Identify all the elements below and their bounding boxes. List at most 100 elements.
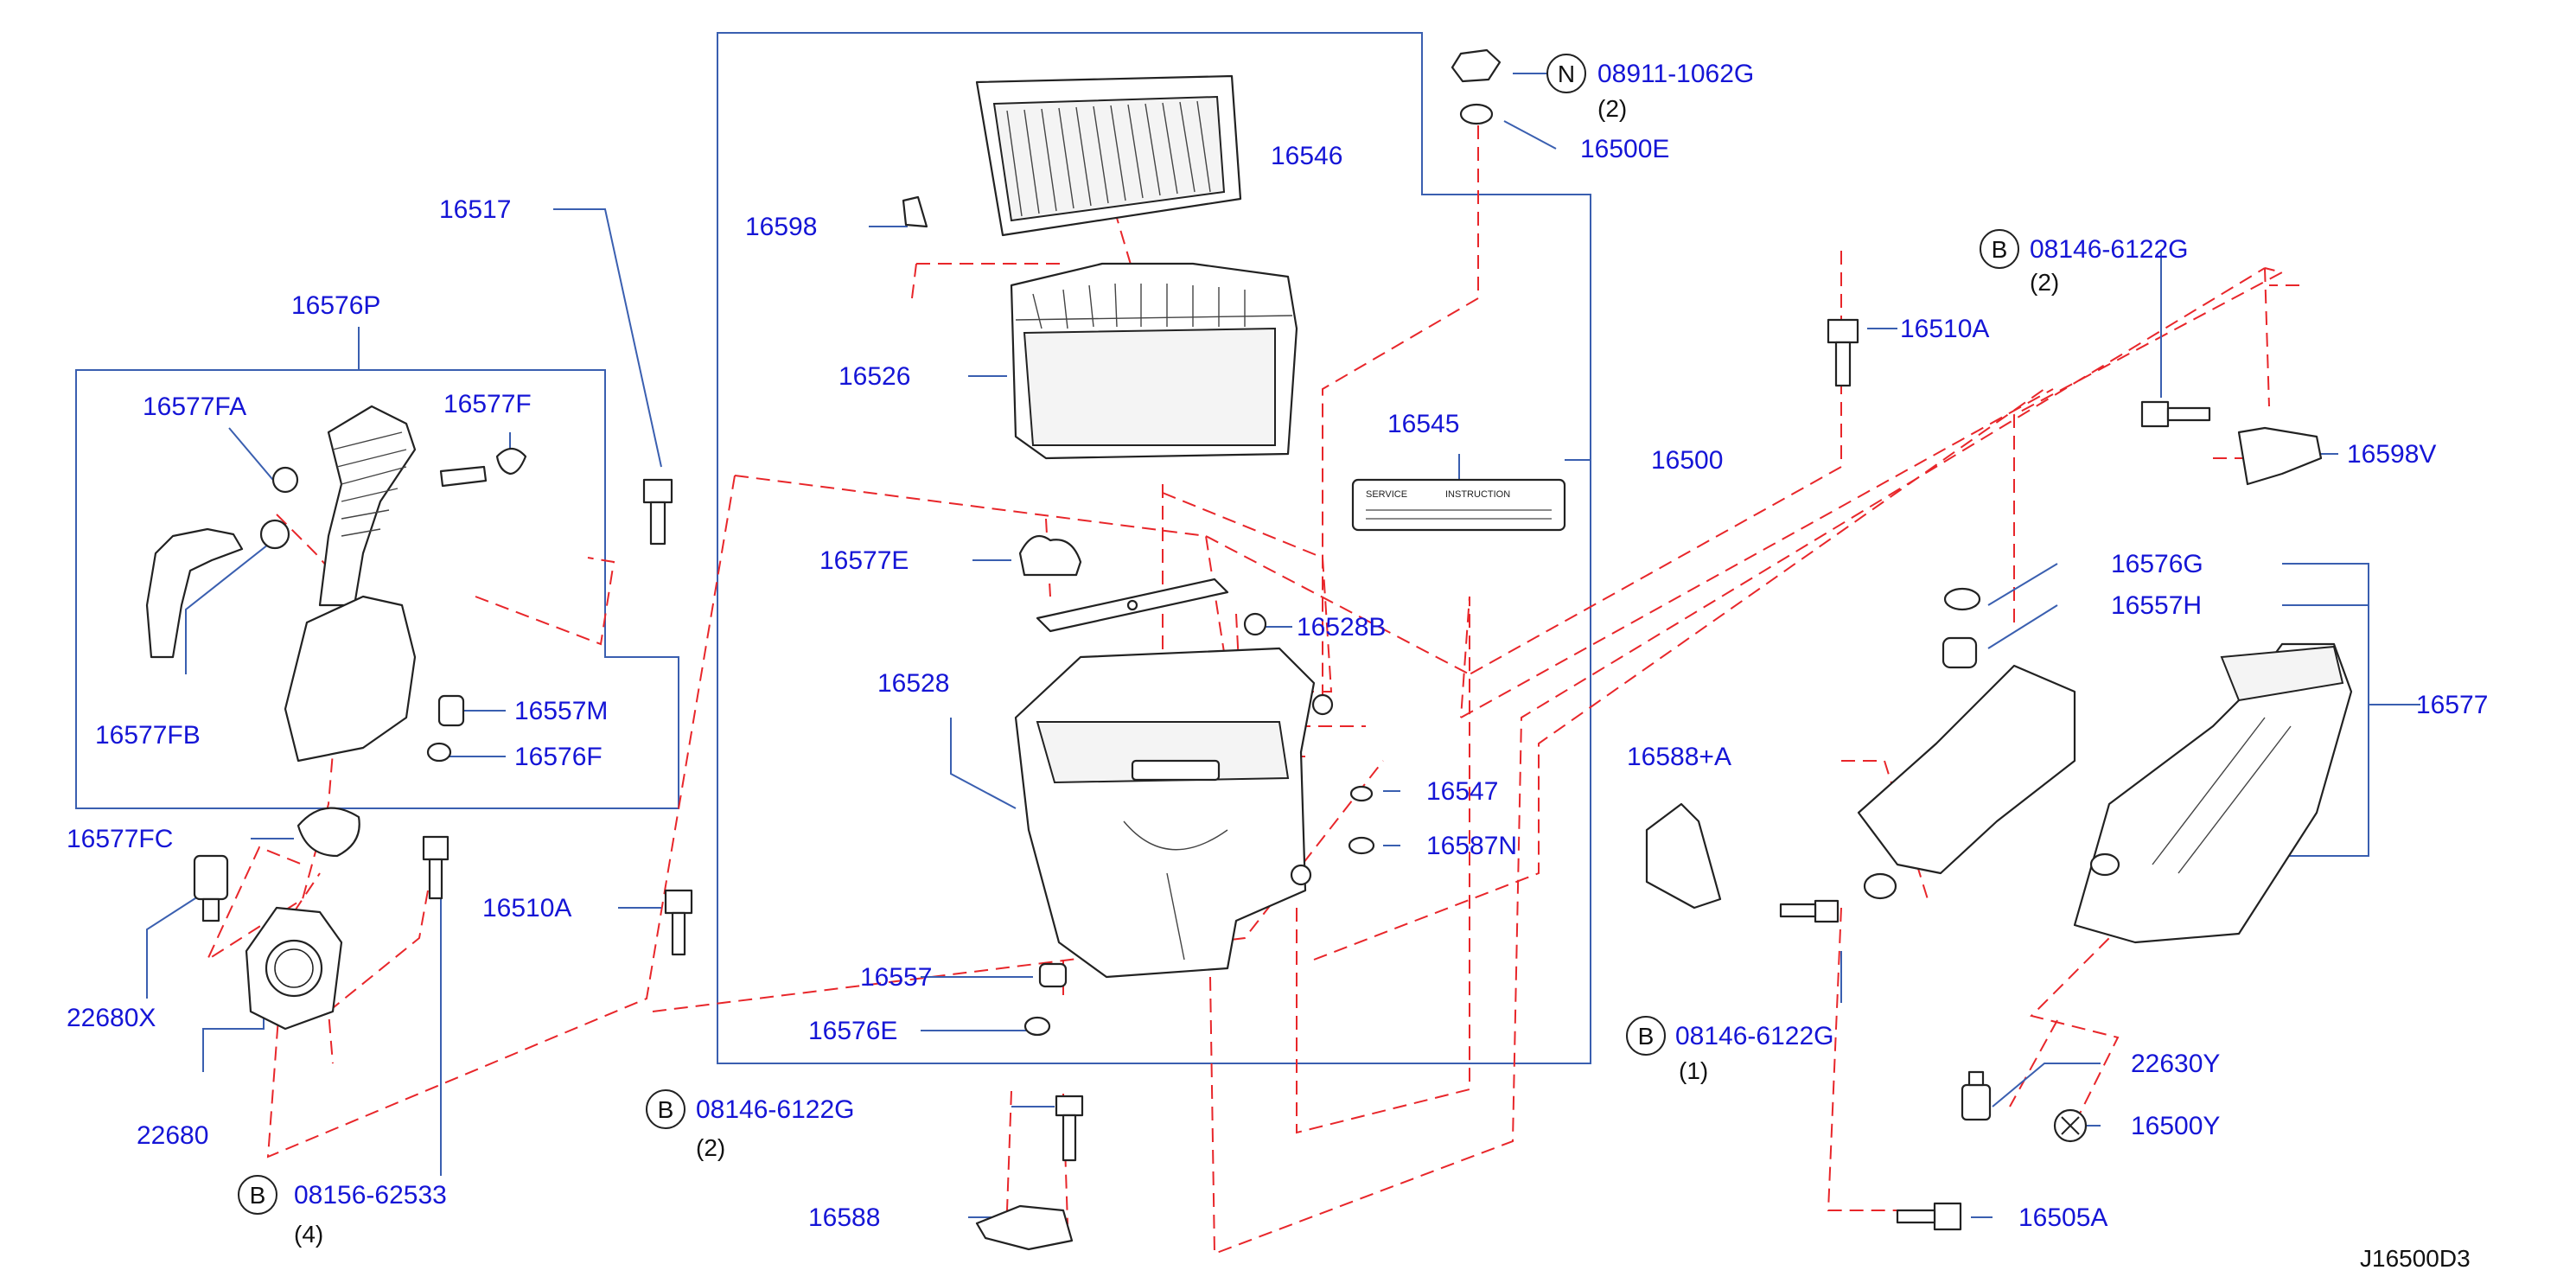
mass-airflow-sensor-22680X: [193, 854, 229, 922]
clamp-16577F: [495, 447, 527, 476]
circle-letter-08146-mid: B: [658, 1096, 674, 1123]
bracket-16577E: [1018, 534, 1229, 633]
clamp-16577FB-ring: [259, 519, 290, 550]
label-16598: 16598: [745, 213, 817, 241]
bolt-16510A-left: [664, 889, 693, 956]
label-22680: 22680: [137, 1121, 208, 1150]
rubber-16557H: [1942, 636, 1978, 669]
label-16510A-right: 16510A: [1900, 315, 1989, 343]
circle-b-08156: [238, 1175, 277, 1215]
label-16576P: 16576P: [291, 291, 380, 320]
air-duct-16576P: [284, 595, 417, 763]
qty-08146-mid: (2): [696, 1134, 725, 1161]
qty-08146-right: (1): [1679, 1057, 1708, 1084]
sticker-text-service: SERVICE: [1366, 489, 1407, 500]
label-16576E: 16576E: [808, 1017, 897, 1045]
grommet-16528B: [1243, 612, 1267, 636]
leader-lines: [146, 73, 2420, 1222]
bolt-16587N: [1348, 836, 1375, 855]
label-16546: 16546: [1271, 142, 1342, 170]
part-labels: 16517 16576P 16577FA 16577F 16577FB 1655…: [67, 60, 2488, 1232]
label-22680X: 22680X: [67, 1004, 156, 1032]
circle-n-08911: [1546, 54, 1586, 93]
label-16500: 16500: [1651, 446, 1723, 475]
label-16510A-left: 16510A: [482, 894, 571, 922]
label-08146-6122G-right: 08146-6122G: [1675, 1022, 1834, 1050]
label-16576F: 16576F: [514, 743, 603, 771]
label-16528B: 16528B: [1297, 613, 1386, 642]
circle-b-08146-top: [1980, 229, 2019, 269]
label-16588: 16588: [808, 1203, 880, 1232]
circle-letter-08146-right: B: [1638, 1023, 1655, 1050]
air-cleaner-assembly-frame: [717, 32, 1591, 1064]
label-16500Y: 16500Y: [2131, 1112, 2220, 1140]
bolt-08146-mid: [1055, 1095, 1084, 1162]
label-08146-6122G-top: 08146-6122G: [2030, 235, 2189, 264]
label-08911-1062G: 08911-1062G: [1597, 60, 1754, 88]
breather-hose-16577FB: [145, 527, 244, 659]
qty-08156: (4): [294, 1221, 323, 1248]
air-filter-element: [975, 74, 1242, 237]
bolt-16510A-right: [1827, 318, 1859, 387]
bolt-16505A: [1896, 1202, 1962, 1231]
nut-08911: [1451, 48, 1502, 83]
letter-circles: B B N B B: [238, 54, 2019, 1215]
circle-b-08146-mid: [646, 1089, 685, 1129]
circle-letter-08146-top: B: [1992, 236, 2008, 263]
bolt-08146-right: [1779, 899, 1840, 923]
diagram-reference-code: J16500D3: [2360, 1245, 2471, 1272]
label-16557H: 16557H: [2111, 591, 2202, 620]
washer-16500E: [1459, 103, 1494, 125]
air-cleaner-lower-case: [1014, 647, 1334, 979]
grommet-16576F: [426, 742, 452, 763]
air-inlet-hose: [318, 405, 417, 607]
bolt-08146-top: [2140, 400, 2211, 428]
rubber-16557M: [437, 694, 465, 727]
label-16577FA: 16577FA: [143, 393, 246, 421]
circle-letter-08911: N: [1558, 61, 1575, 87]
label-16577FB: 16577FB: [95, 721, 201, 750]
label-08156-62533: 08156-62533: [294, 1181, 447, 1210]
cap-16500Y: [2053, 1108, 2088, 1143]
circle-b-08146-right: [1626, 1016, 1666, 1056]
throttle-body-22680: [245, 906, 343, 1031]
grommet-16576G: [1943, 587, 1981, 611]
clip-16598: [902, 195, 928, 228]
label-16577E: 16577E: [819, 546, 909, 575]
rubber-16557: [1038, 962, 1068, 988]
qty-08146-top: (2): [2030, 269, 2059, 296]
bolt-08156: [422, 835, 450, 900]
air-duct-assembly-frame: [75, 369, 679, 809]
label-16500E: 16500E: [1580, 135, 1669, 163]
air-cleaner-upper-case: [1010, 262, 1298, 460]
label-16547: 16547: [1426, 777, 1498, 806]
circle-letter-08156: B: [250, 1182, 266, 1209]
quantity-labels: (4) (2) (2) (2) (1): [294, 95, 2059, 1248]
label-16588+A: 16588+A: [1627, 743, 1731, 771]
bracket-16588A: [1645, 802, 1722, 910]
grommet-16547: [1349, 785, 1374, 802]
label-16587N: 16587N: [1426, 832, 1517, 860]
label-16545: 16545: [1387, 410, 1459, 438]
resonator-duct-16577: [1857, 642, 2353, 944]
label-16526: 16526: [838, 362, 910, 391]
qty-08911: (2): [1597, 95, 1627, 122]
label-16577: 16577: [2416, 691, 2488, 719]
label-16557M: 16557M: [514, 697, 608, 725]
label-16577F: 16577F: [443, 390, 532, 418]
bracket-16588: [975, 1204, 1074, 1251]
clamp-16577FC: [296, 807, 360, 858]
bolt-16517: [642, 478, 673, 546]
label-16557: 16557: [860, 963, 932, 992]
grommet-16576E: [1023, 1016, 1051, 1037]
label-16505A: 16505A: [2018, 1203, 2107, 1232]
label-16528: 16528: [877, 669, 949, 698]
nipple: [439, 465, 488, 488]
sticker-text-instruction: INSTRUCTION: [1445, 489, 1510, 500]
sensor-22630Y: [1961, 1070, 1992, 1121]
label-16598V: 16598V: [2347, 440, 2436, 469]
clamp-16577FA: [271, 466, 299, 494]
label-16577FC: 16577FC: [67, 825, 173, 853]
label-08146-6122G-mid: 08146-6122G: [696, 1095, 855, 1124]
